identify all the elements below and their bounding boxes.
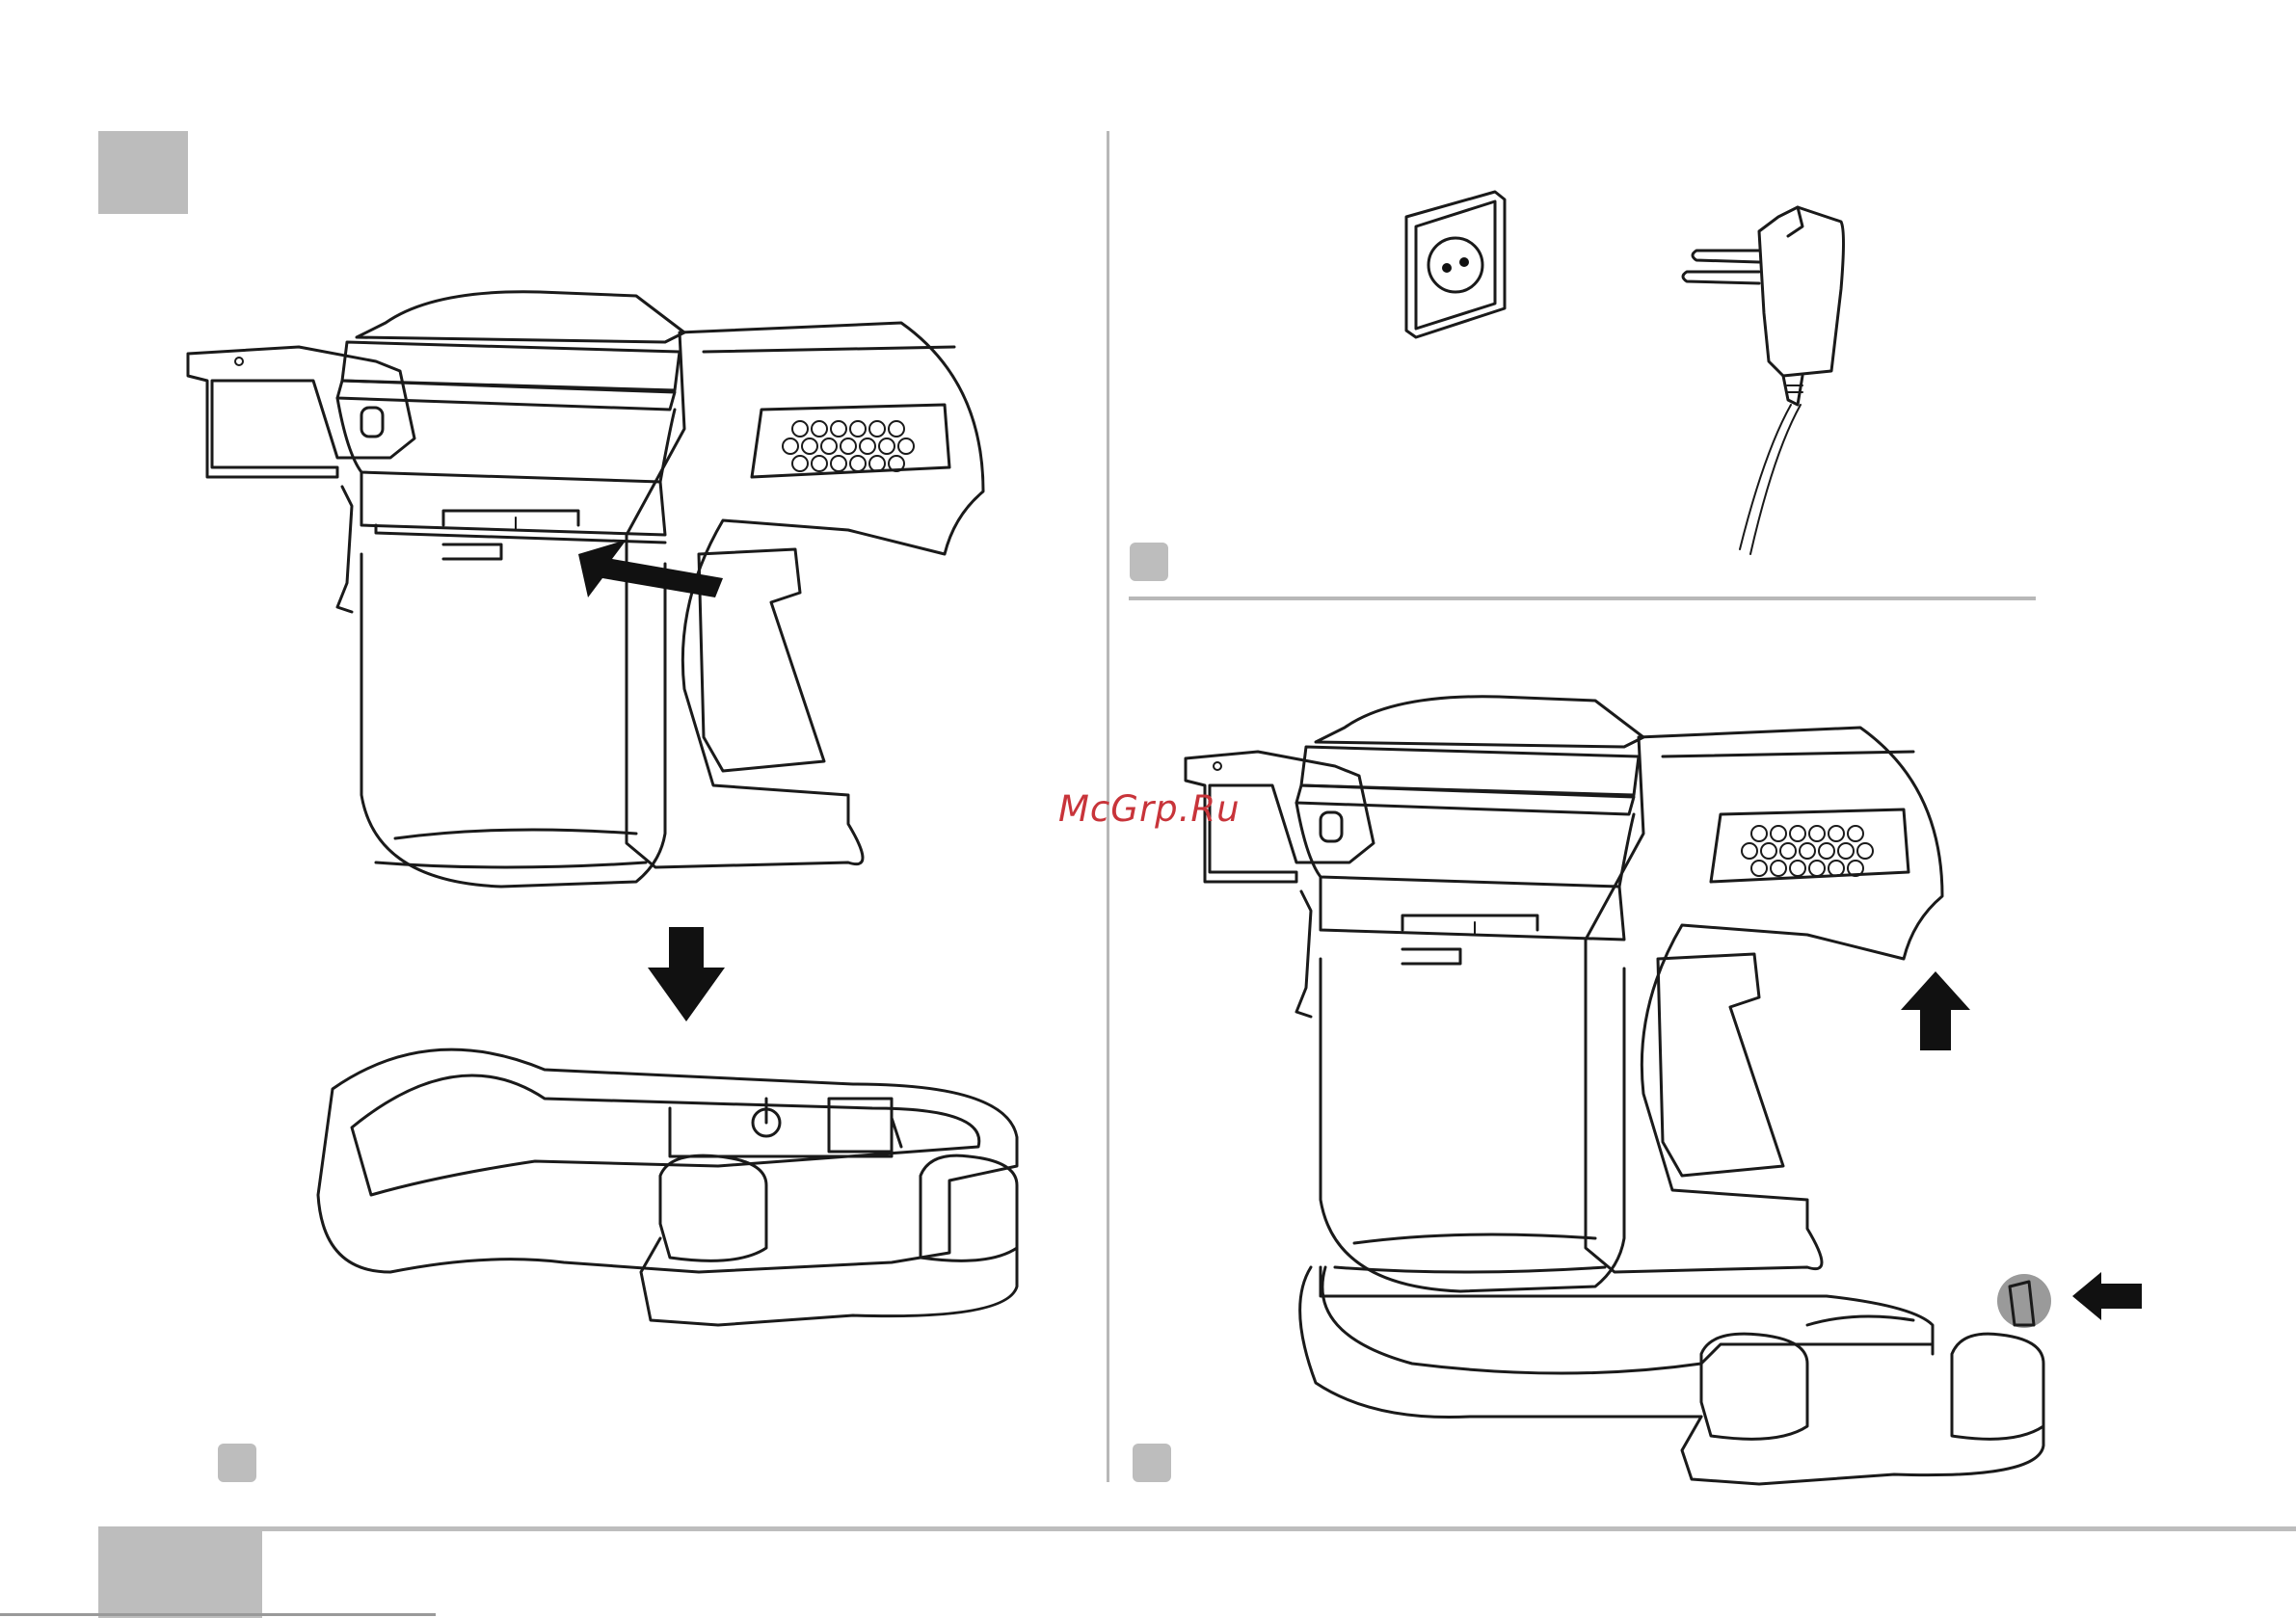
step-marker-bottom-right — [1133, 1444, 1171, 1482]
step-marker-top-right — [1130, 543, 1168, 581]
footer-page-box — [98, 1531, 262, 1618]
wall-socket-icon — [1402, 188, 1508, 342]
vacuum-docked-illustration — [1181, 689, 2048, 1489]
section-number-box — [98, 131, 188, 214]
arrow-down-icon — [648, 927, 725, 1023]
footer-line — [98, 1526, 2296, 1531]
power-adapter-plug-icon — [1668, 202, 1860, 559]
horizontal-divider — [1129, 597, 2036, 600]
arrow-up-icon — [1901, 971, 1970, 1052]
watermark-text: McGrp.Ru — [1058, 788, 1241, 830]
vacuum-handheld-illustration — [183, 284, 993, 920]
step-marker-left — [218, 1444, 256, 1482]
footer-rule — [0, 1613, 436, 1616]
arrow-left-icon — [2072, 1272, 2144, 1320]
charging-base-illustration — [313, 1031, 1027, 1339]
